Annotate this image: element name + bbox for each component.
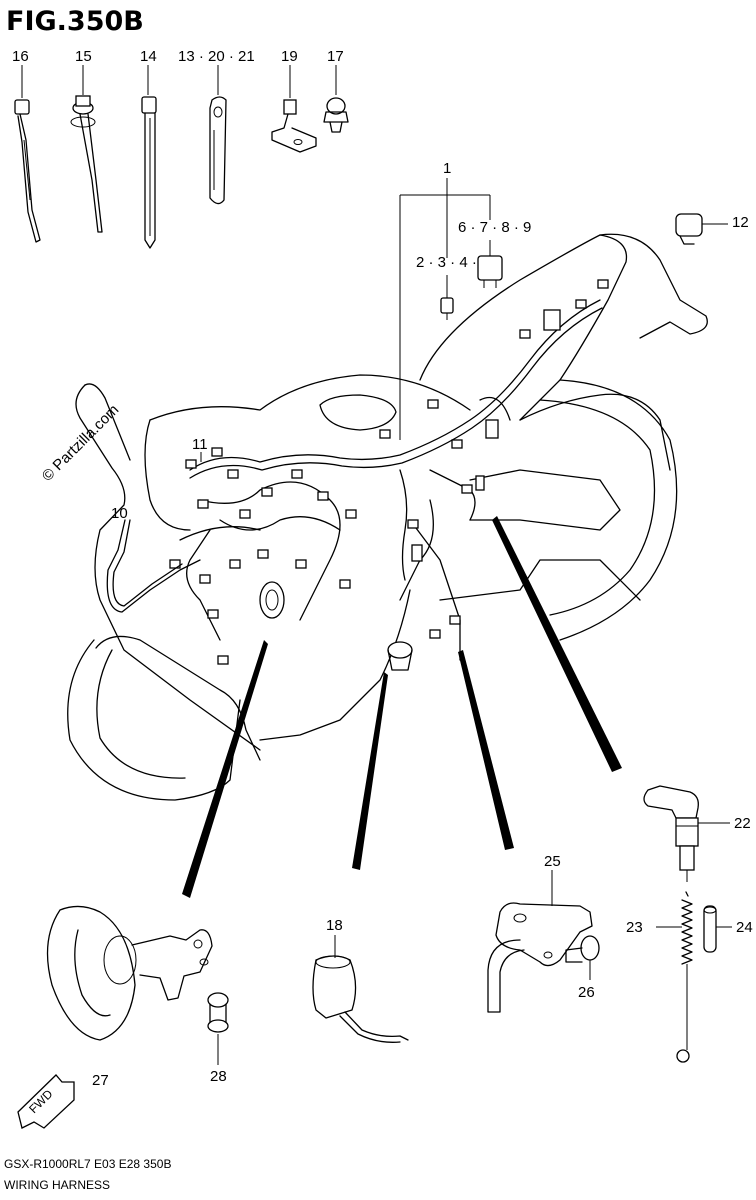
callout-13-20-21: 13 · 20 · 21 [178,48,255,65]
callout-2-3-4-5: 2 · 3 · 4 · 5 [416,254,489,271]
watermark: © Partzilla.com [39,401,122,484]
part-17-clip[interactable] [323,65,349,133]
callout-23: 23 [626,919,643,936]
part-22-switch[interactable] [643,785,730,882]
horn-on-bike [259,581,285,619]
figure-title: FIG.350B [6,6,144,37]
callout-19: 19 [281,48,298,65]
leader-lines-1 [399,178,491,440]
part-25-switch[interactable] [487,870,593,1013]
callout-1: 1 [443,160,451,177]
motorcycle-outline [67,233,708,801]
callout-10: 10 [111,505,128,522]
part-14-cable-tie[interactable] [141,65,157,249]
callout-12: 12 [732,214,749,231]
pointer-wedges [182,516,622,898]
callout-27: 27 [92,1072,109,1089]
callout-6-7-8-9: 6 · 7 · 8 · 9 [458,219,531,236]
part-26-bolt[interactable] [565,935,600,980]
model-code: GSX-R1000RL7 E03 E28 350B [4,1157,171,1171]
harness-connectors [169,279,609,665]
callout-17: 17 [327,48,344,65]
part-16-cable-tie-clamp[interactable] [14,65,41,243]
part-24-pin[interactable] [703,905,732,953]
callout-22: 22 [734,815,751,832]
part-12-connector[interactable] [675,213,728,245]
callout-14: 14 [140,48,157,65]
sub-harness-10[interactable] [106,519,201,613]
callout-24: 24 [736,919,753,936]
part-19-bracket[interactable] [271,65,317,153]
part-15-screw-tie[interactable] [70,65,103,233]
part-6-9-relay[interactable] [477,255,503,288]
part-13-20-21-clamp[interactable] [209,65,227,205]
part-23-spring[interactable] [656,891,693,1063]
callout-26: 26 [578,984,595,1001]
callout-16: 16 [12,48,29,65]
part-18-sensor[interactable] [312,935,409,1043]
part-28-bolt[interactable] [207,992,229,1055]
switch-on-bike [387,641,413,671]
callout-25: 25 [544,853,561,870]
callout-18: 18 [326,917,343,934]
part-27-horn[interactable] [46,905,213,1041]
callout-11: 11 [192,436,208,453]
callout-15: 15 [75,48,92,65]
callout-28: 28 [210,1068,227,1085]
section-name: WIRING HARNESS [4,1178,110,1192]
part-2-5-fuse[interactable] [440,297,454,320]
fwd-arrow: FWD [17,1074,75,1129]
